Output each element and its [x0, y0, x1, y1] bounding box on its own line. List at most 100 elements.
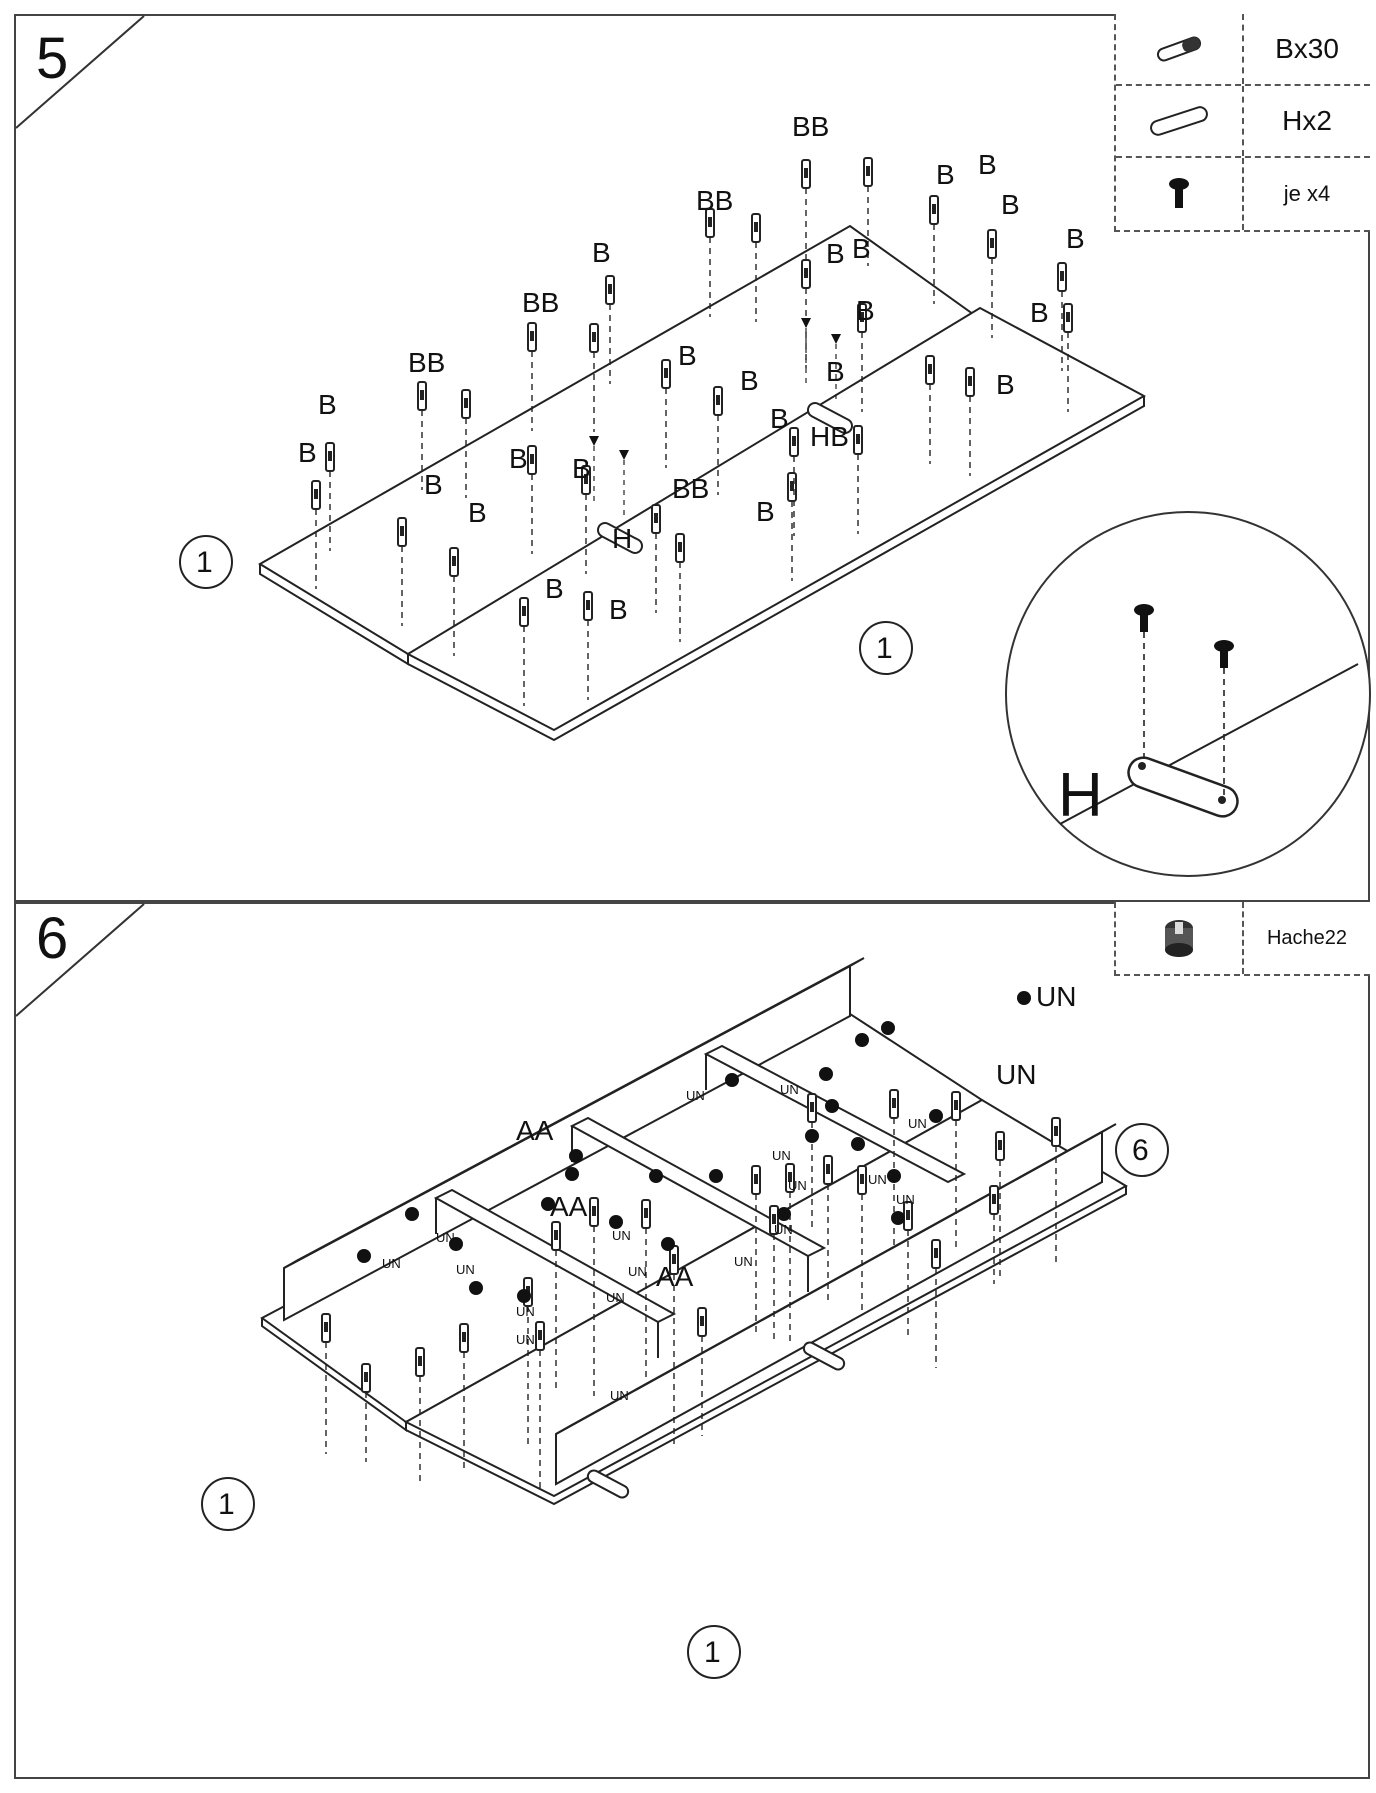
part-label: AA — [656, 1261, 694, 1292]
part-label: BB — [408, 347, 445, 378]
cam-lock — [825, 1099, 839, 1113]
dowel — [751, 1165, 761, 1334]
part-label: UN — [516, 1332, 535, 1347]
dowel — [965, 367, 975, 476]
part-label: UN — [612, 1228, 631, 1243]
dowel — [449, 547, 459, 656]
cam-lock — [891, 1211, 905, 1225]
dowel — [551, 1221, 561, 1390]
part-label: UN — [516, 1304, 535, 1319]
cam-lock — [609, 1215, 623, 1229]
dowel — [987, 229, 997, 338]
parts-row: Bx30 — [1116, 14, 1370, 86]
part-label: B — [826, 238, 845, 269]
part-label: UN — [628, 1264, 647, 1279]
detail-callout: H — [1005, 511, 1371, 877]
parts-row: Hache22 — [1116, 902, 1370, 974]
cam-lock — [881, 1021, 895, 1035]
part-label: B — [545, 573, 564, 604]
dowel — [929, 195, 939, 304]
cam-lock — [929, 1109, 943, 1123]
cam-lock — [819, 1067, 833, 1081]
part-label: B — [424, 469, 443, 500]
corner-divider — [15, 903, 145, 1017]
part-label: UN — [436, 1230, 455, 1245]
cam-lock — [565, 1167, 579, 1181]
parts-quantity: Hache22 — [1266, 926, 1348, 949]
cam-lock — [709, 1169, 723, 1183]
part-label: B — [1066, 223, 1085, 254]
cam-lock — [1017, 991, 1031, 1005]
dowel — [417, 381, 427, 490]
part-label: B — [856, 295, 875, 326]
part-label: UN — [686, 1088, 705, 1103]
dowel — [583, 591, 593, 700]
cam-lock — [661, 1237, 675, 1251]
part-label: AA — [550, 1191, 588, 1222]
part-label: BB — [792, 111, 829, 142]
step-number: 6 — [36, 906, 69, 971]
part-label: UN — [996, 1059, 1036, 1090]
cam-lock — [357, 1249, 371, 1263]
part-label: UN — [774, 1222, 793, 1237]
screw-icon — [801, 318, 811, 388]
dowel — [1051, 1117, 1061, 1266]
part-label: B — [996, 369, 1015, 400]
part-label: B — [770, 403, 789, 434]
parts-legend: Bx30 Hx2 je x4 — [1114, 14, 1370, 232]
dowel — [989, 1185, 999, 1284]
frame-rails — [283, 957, 1117, 1486]
screw-icon — [619, 450, 629, 520]
dowel — [1057, 262, 1067, 371]
dowel — [589, 1197, 599, 1396]
part-label: BB — [522, 287, 559, 318]
dowel — [527, 445, 537, 554]
dowel — [925, 355, 935, 464]
part-label: UN — [610, 1388, 629, 1403]
part-label: H — [612, 523, 632, 554]
screw-icon — [589, 436, 599, 506]
dowel — [311, 480, 321, 589]
part-label: B — [978, 149, 997, 180]
connector-plate — [596, 402, 854, 554]
parts-quantity: Bx30 — [1275, 33, 1339, 64]
dowel — [889, 1089, 899, 1248]
part-label: B — [1001, 189, 1020, 220]
dowel — [605, 275, 615, 384]
connector-plate-icon — [1116, 86, 1244, 156]
parts-row: je x4 — [1116, 158, 1370, 230]
part-label: B — [592, 237, 611, 268]
part-label: B — [740, 365, 759, 396]
cam-lock — [449, 1237, 463, 1251]
cam-lock — [569, 1149, 583, 1163]
dowel — [789, 427, 799, 536]
step-number: 5 — [36, 26, 69, 91]
dowel — [807, 1093, 817, 1232]
dowel — [325, 442, 335, 551]
dowel — [853, 425, 863, 534]
board-label: 1 — [704, 1636, 721, 1669]
part-label: UN — [382, 1256, 401, 1271]
cam-lock — [517, 1289, 531, 1303]
part-label: UN — [1036, 981, 1076, 1012]
dowel — [397, 517, 407, 626]
parts-legend: Hache22 — [1114, 902, 1370, 976]
board-right — [405, 306, 1147, 742]
part-label: BB — [672, 473, 709, 504]
dowel — [857, 1165, 867, 1314]
part-label: B — [572, 453, 591, 484]
dowel — [931, 1239, 941, 1368]
dowel — [801, 259, 811, 368]
part-label: B — [756, 496, 775, 527]
parts-quantity: Hx2 — [1282, 105, 1332, 136]
board-label-circle — [687, 1625, 741, 1679]
cam-locks — [357, 991, 1031, 1303]
parts-quantity: je x4 — [1283, 181, 1331, 206]
part-label: AA — [516, 1115, 554, 1146]
dowel — [661, 359, 671, 468]
dowel — [951, 1091, 961, 1250]
part-label: B — [678, 340, 697, 371]
